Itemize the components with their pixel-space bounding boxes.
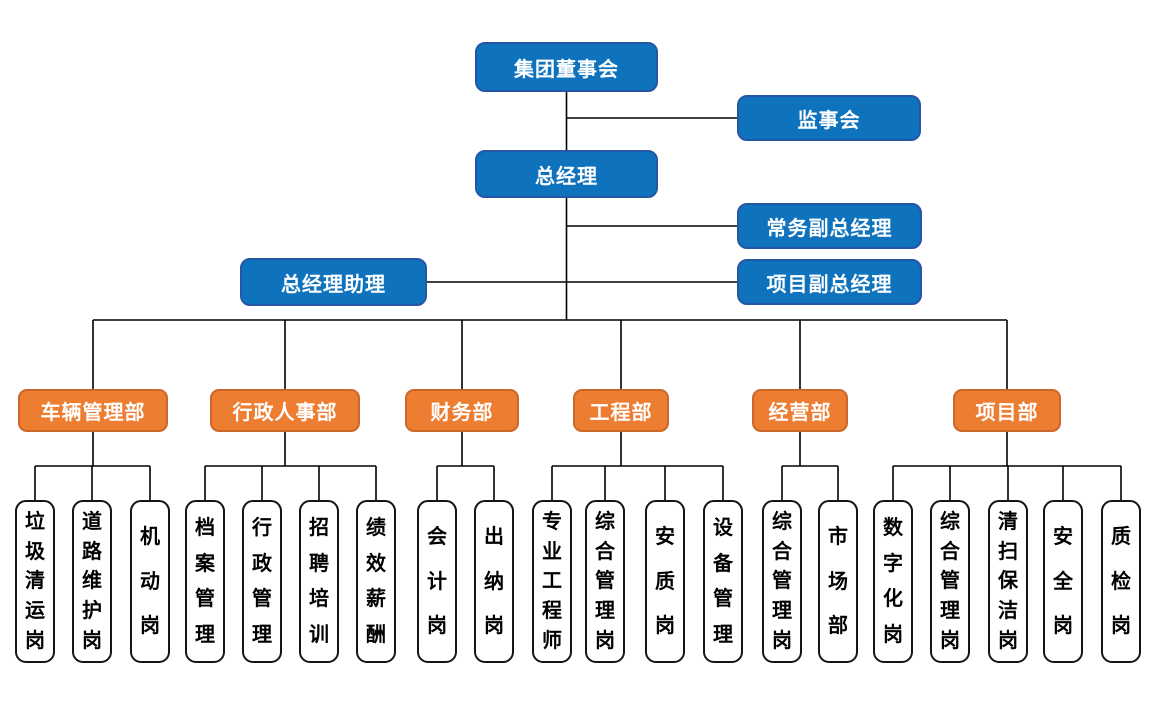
position-box: 道路维护岗 <box>72 500 112 663</box>
position-label: 质检岗 <box>1111 525 1131 638</box>
dept-engineering: 工程部 <box>573 389 669 432</box>
position-box: 专业工程师 <box>532 500 572 663</box>
node-supervisory-board: 监事会 <box>737 95 921 141</box>
node-project-deputy-gm: 项目副总经理 <box>737 259 922 305</box>
position-label: 安全岗 <box>1053 525 1073 638</box>
position-label: 市场部 <box>828 525 848 638</box>
position-box: 会计岗 <box>417 500 457 663</box>
position-label: 出纳岗 <box>484 525 504 638</box>
position-label: 清扫保洁岗 <box>998 510 1018 653</box>
position-box: 招聘培训 <box>299 500 339 663</box>
position-label: 数字化岗 <box>883 516 903 647</box>
position-label: 档案管理 <box>195 516 215 647</box>
connector-group <box>34 92 1122 500</box>
position-box: 设备管理 <box>703 500 743 663</box>
position-box: 质检岗 <box>1101 500 1141 663</box>
position-label: 综合管理岗 <box>772 510 792 653</box>
position-box: 绩效薪酬 <box>356 500 396 663</box>
position-box: 机动岗 <box>130 500 170 663</box>
position-box: 出纳岗 <box>474 500 514 663</box>
position-label: 行政管理 <box>252 516 272 647</box>
node-board-of-directors: 集团董事会 <box>475 42 658 92</box>
position-label: 招聘培训 <box>309 516 329 647</box>
node-gm-assistant: 总经理助理 <box>240 258 427 306</box>
node-executive-deputy-gm: 常务副总经理 <box>737 203 922 249</box>
position-box: 综合管理岗 <box>762 500 802 663</box>
position-label: 机动岗 <box>140 525 160 638</box>
position-label: 综合管理岗 <box>940 510 960 653</box>
position-label: 安质岗 <box>655 525 675 638</box>
position-box: 垃圾清运岗 <box>15 500 55 663</box>
dept-vehicle-management: 车辆管理部 <box>18 389 168 432</box>
position-label: 专业工程师 <box>542 510 562 653</box>
node-general-manager: 总经理 <box>475 150 658 198</box>
position-box: 综合管理岗 <box>930 500 970 663</box>
dept-finance: 财务部 <box>405 389 519 432</box>
position-label: 道路维护岗 <box>82 510 102 653</box>
position-box: 综合管理岗 <box>585 500 625 663</box>
position-box: 数字化岗 <box>873 500 913 663</box>
position-label: 综合管理岗 <box>595 510 615 653</box>
position-box: 安质岗 <box>645 500 685 663</box>
dept-operations: 经营部 <box>752 389 848 432</box>
position-label: 设备管理 <box>713 516 733 647</box>
position-label: 绩效薪酬 <box>366 516 386 647</box>
position-box: 行政管理 <box>242 500 282 663</box>
position-box: 市场部 <box>818 500 858 663</box>
position-label: 垃圾清运岗 <box>25 510 45 653</box>
position-box: 档案管理 <box>185 500 225 663</box>
dept-project: 项目部 <box>953 389 1061 432</box>
position-box: 清扫保洁岗 <box>988 500 1028 663</box>
dept-admin-hr: 行政人事部 <box>210 389 360 432</box>
position-box: 安全岗 <box>1043 500 1083 663</box>
position-label: 会计岗 <box>427 525 447 638</box>
